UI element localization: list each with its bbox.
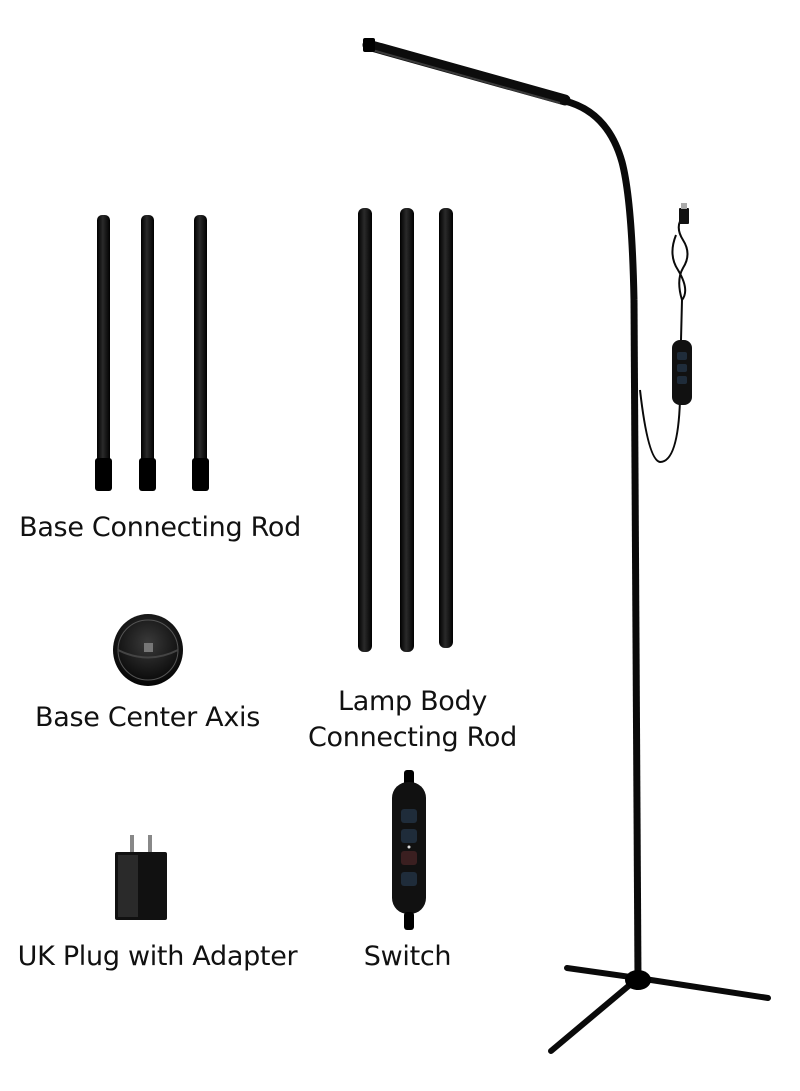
base-center-axis bbox=[113, 614, 183, 686]
label-switch: Switch bbox=[363, 941, 452, 972]
lamp-body-rod-2 bbox=[400, 208, 414, 652]
switch-button-power bbox=[401, 851, 417, 865]
base-connecting-rod-2 bbox=[139, 215, 156, 491]
label-base-connecting-rod: Base Connecting Rod bbox=[19, 512, 301, 543]
base-connecting-rod-1 bbox=[95, 215, 112, 491]
base-connecting-rod-3 bbox=[192, 215, 209, 491]
switch-button-timer bbox=[401, 872, 417, 886]
uk-plug bbox=[115, 835, 167, 920]
lamp-body-rod-1 bbox=[358, 208, 372, 652]
label-lamp-body-line-2: Connecting Rod bbox=[308, 722, 517, 753]
assembled-floor-lamp bbox=[362, 38, 771, 1054]
switch-button-mode bbox=[401, 829, 417, 843]
label-lamp-body-line-1: Lamp Body bbox=[337, 686, 488, 717]
label-uk-plug: UK Plug with Adapter bbox=[17, 941, 298, 972]
label-lamp-body-connecting-rod: Lamp Body Connecting Rod bbox=[290, 684, 535, 756]
switch-button-up bbox=[401, 809, 417, 823]
label-base-center-axis: Base Center Axis bbox=[34, 702, 260, 733]
switch-device bbox=[392, 770, 426, 930]
base-connecting-rods bbox=[95, 215, 209, 491]
lamp-body-rods bbox=[358, 208, 453, 652]
lamp-body-rod-3 bbox=[439, 208, 453, 648]
